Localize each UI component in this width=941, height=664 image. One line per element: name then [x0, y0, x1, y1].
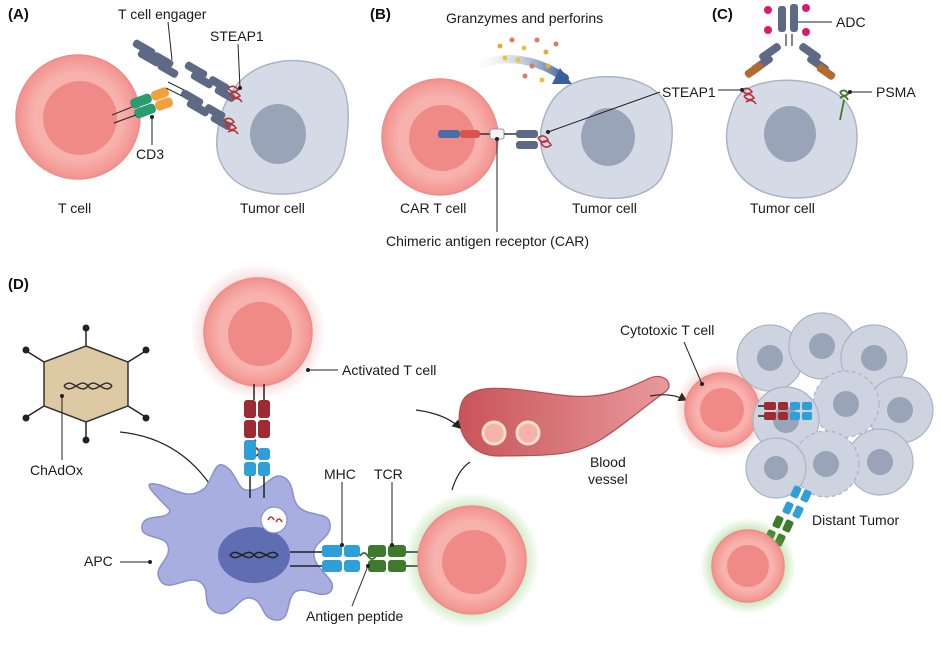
- t-cell-a-nucleus: [43, 81, 117, 155]
- car-construct: [438, 128, 553, 149]
- blood-vessel: [458, 375, 670, 457]
- panel-label-c: (C): [712, 6, 733, 23]
- tumor-b-nucleus: [581, 108, 635, 166]
- label-granzymes: Granzymes and perforins: [446, 10, 604, 26]
- panel-label-a: (A): [8, 6, 29, 23]
- label-apc: APC: [84, 553, 113, 569]
- label-antigen-peptide: Antigen peptide: [306, 608, 404, 624]
- granzyme-arrow: [464, 55, 569, 82]
- label-car-t-cell: CAR T cell: [400, 200, 467, 216]
- activated-t-cell-nucleus: [228, 302, 292, 366]
- adc-antibody: [744, 4, 836, 80]
- upper-tcr-mhc: [244, 384, 270, 498]
- label-t-cell-engager: T cell engager: [118, 6, 207, 22]
- label-cytotoxic-t-cell: Cytotoxic T cell: [620, 322, 715, 338]
- label-mhc: MHC: [324, 466, 356, 482]
- label-distant-tumor: Distant Tumor: [812, 512, 900, 528]
- tumor-c-nucleus: [764, 106, 816, 162]
- steap1-a-coils: [223, 85, 243, 135]
- label-car: Chimeric antigen receptor (CAR): [386, 233, 590, 249]
- label-t-cell: T cell: [58, 200, 92, 216]
- label-steap1-a: STEAP1: [210, 28, 264, 44]
- cd3-complex: [111, 87, 174, 124]
- panel-label-b: (B): [370, 6, 391, 23]
- steap1-c-coil: [741, 87, 757, 105]
- panel-b-graphic: [381, 37, 673, 232]
- label-adc: ADC: [836, 14, 866, 30]
- label-tumor-cell-c: Tumor cell: [750, 200, 815, 216]
- label-tumor-cell-b: Tumor cell: [572, 200, 637, 216]
- chadox-virus: [22, 324, 150, 444]
- panel-d-graphic: [22, 264, 934, 628]
- panel-a-graphic: [15, 21, 349, 195]
- t-cell-engager: [132, 39, 236, 130]
- label-cd3: CD3: [136, 146, 165, 162]
- panel-label-d: (D): [8, 276, 29, 293]
- naive-t-cell-nucleus: [442, 530, 506, 594]
- label-chadox: ChAdOx: [30, 462, 83, 478]
- cytotoxic-t-cell-nucleus: [700, 388, 744, 432]
- granzyme-dots: [497, 37, 559, 83]
- label-activated-t-cell: Activated T cell: [342, 362, 437, 378]
- label-steap1-b: STEAP1: [662, 84, 716, 100]
- label-tcr: TCR: [374, 466, 403, 482]
- tumor-a-nucleus: [250, 104, 306, 164]
- lower-t-cell-nucleus: [727, 545, 769, 587]
- label-psma: PSMA: [876, 84, 916, 100]
- label-blood-vessel: Blood vessel: [588, 454, 628, 487]
- label-tumor-cell-a: Tumor cell: [240, 200, 305, 216]
- psma-receptor: [839, 89, 850, 121]
- panel-c-graphic: [718, 4, 872, 199]
- cytotoxic-tcr: [758, 402, 812, 420]
